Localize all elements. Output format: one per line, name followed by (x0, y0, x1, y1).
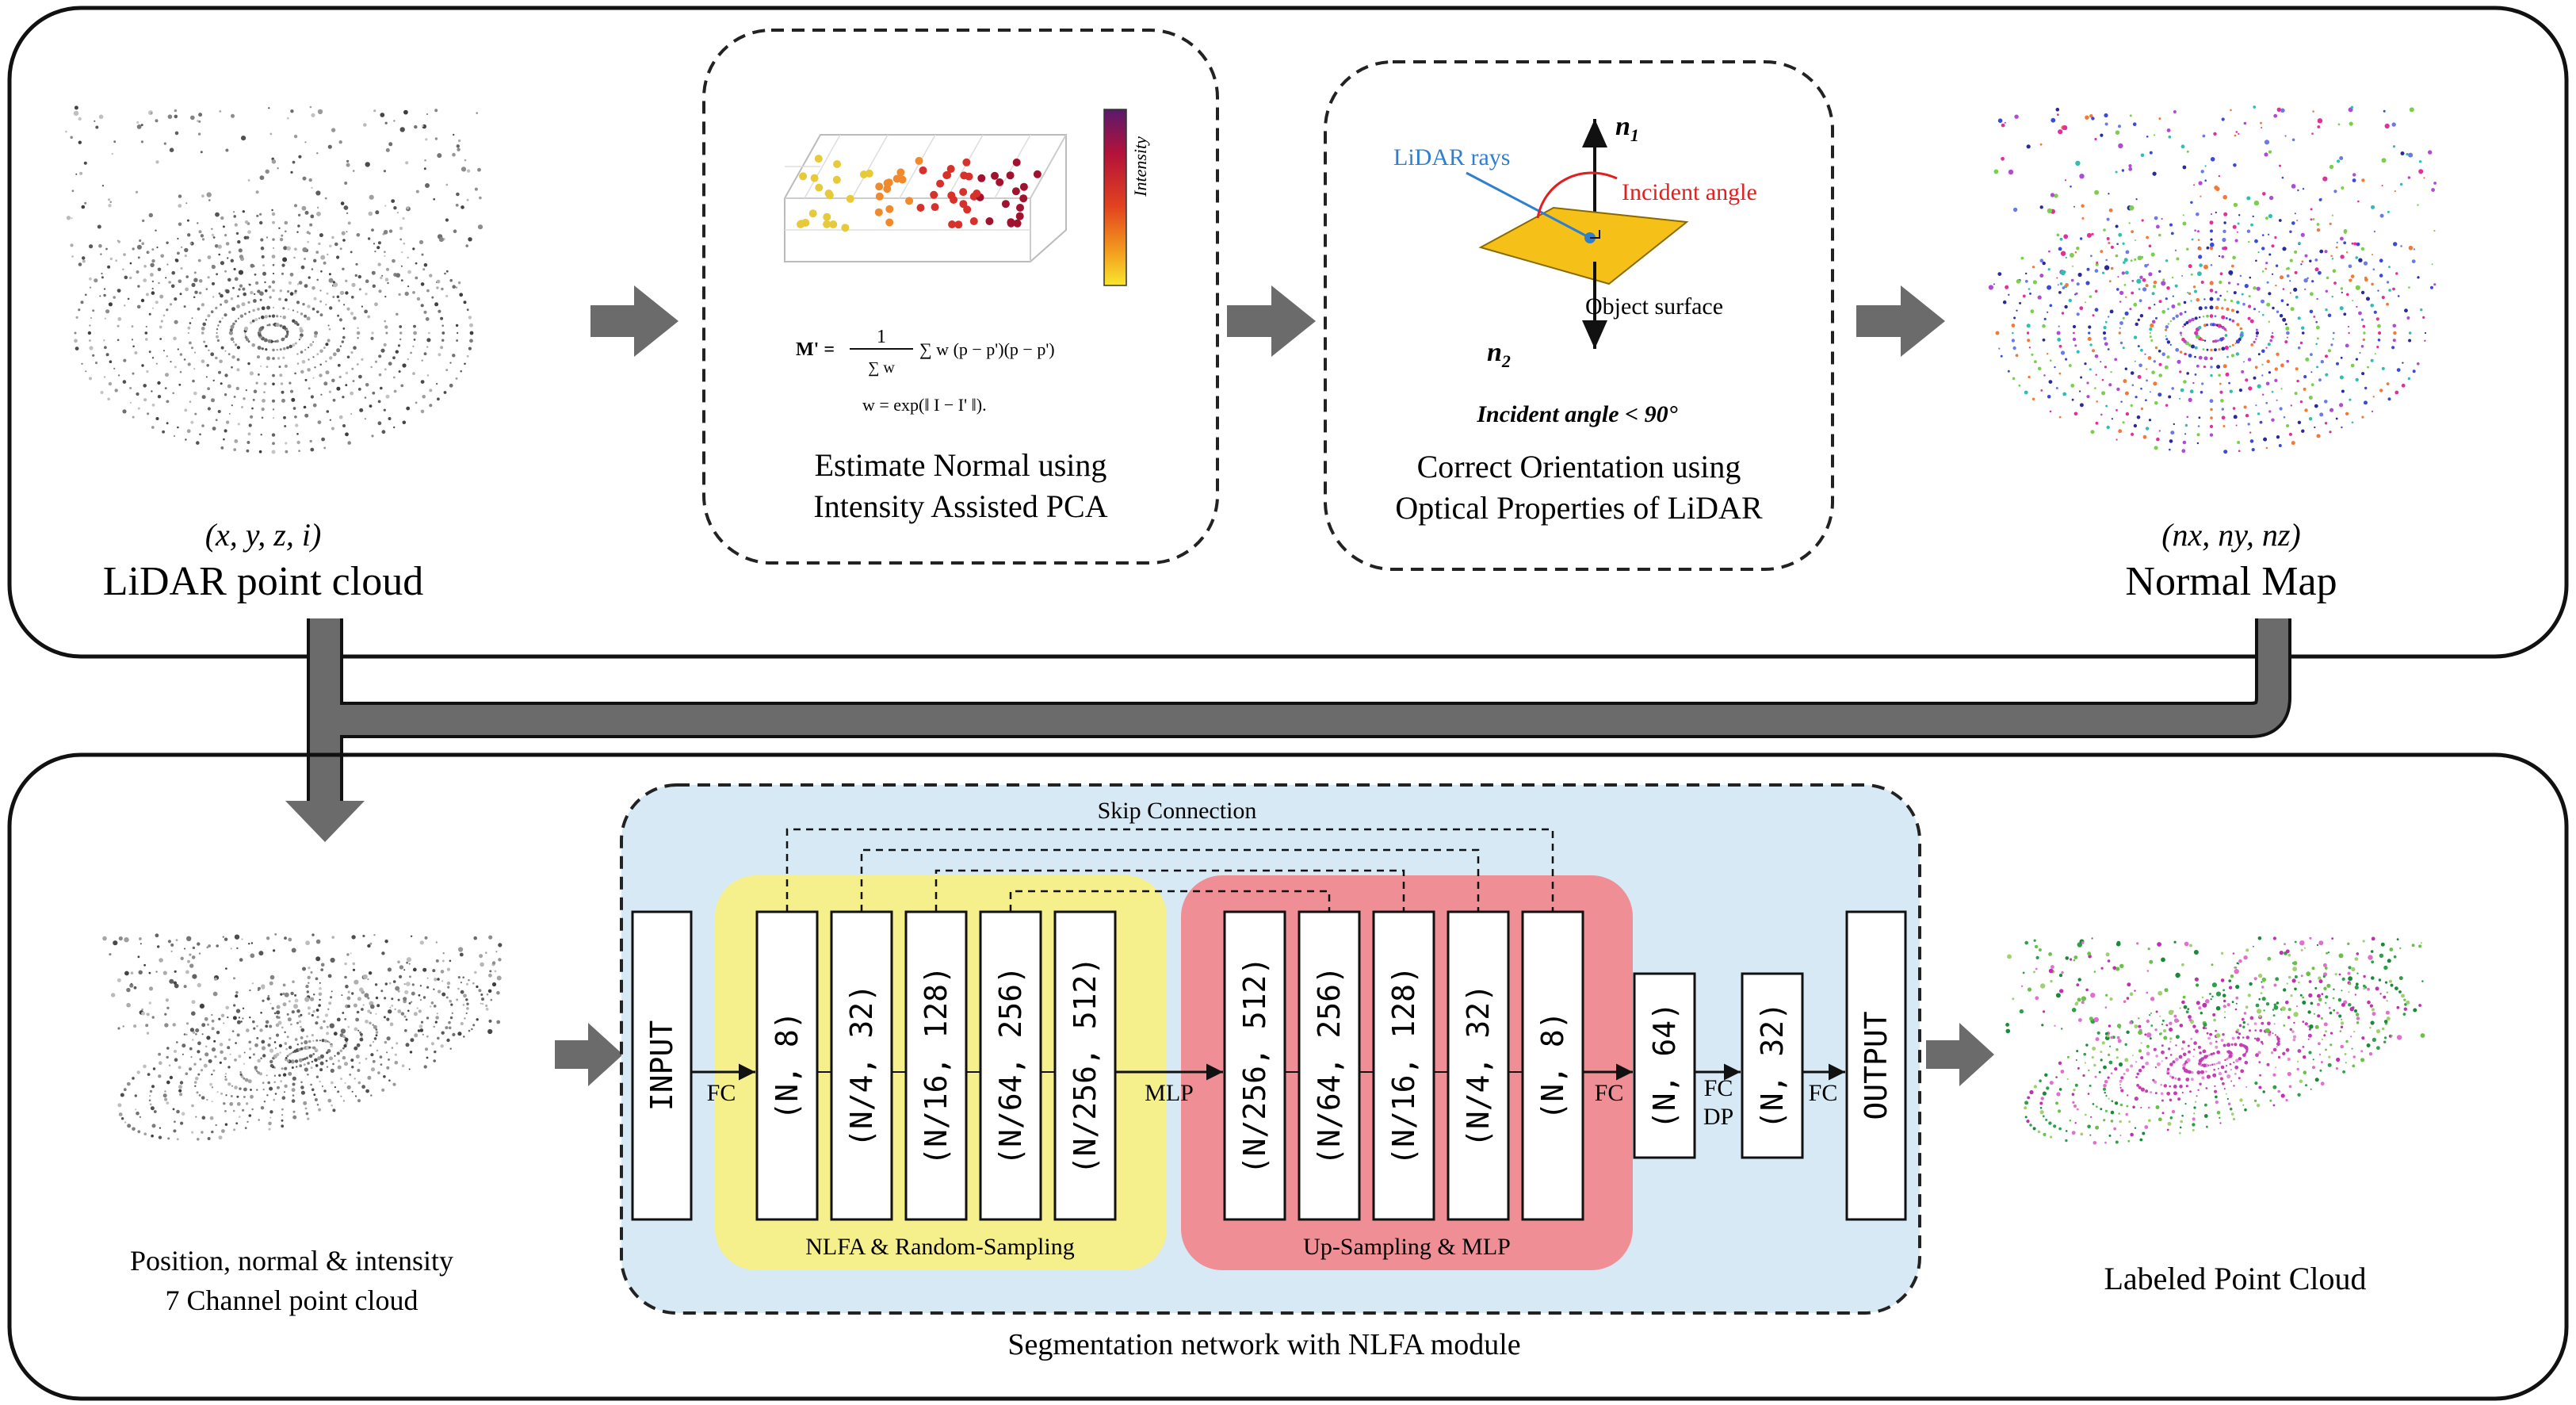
skip-connection-1 (785, 828, 1554, 912)
output-block-label: OUTPUT (1859, 1011, 1894, 1120)
fc-block-2: (N, 32) (1741, 972, 1804, 1159)
input-coords: (x, y, z, i) (205, 517, 322, 553)
edge-label-fc-4: FC (1809, 1080, 1838, 1106)
edge-label-fc-1: FC (707, 1080, 736, 1106)
skip-connection-4 (1009, 890, 1331, 912)
flow-arrow-1 (590, 285, 678, 357)
lidar-rays-label: LiDAR rays (1393, 144, 1510, 170)
svg-text:M' =: M' = (796, 339, 835, 360)
bottom-panel-frame (7, 752, 2569, 1401)
decoder-label: Up-Sampling & MLP (1303, 1234, 1511, 1260)
input-cloud-caption-line2: 7 Channel point cloud (166, 1284, 419, 1316)
input-block: INPUT (631, 910, 693, 1221)
encoder-block-1-label: (N, 8) (770, 1011, 805, 1120)
svg-text:∑ w (p − p')(p − p'): ∑ w (p − p')(p − p') (919, 339, 1055, 359)
decoder-block-4: (N/4, 32) (1447, 910, 1510, 1221)
lidar-ray-line (1466, 171, 1591, 239)
flow-arrow-4 (555, 1023, 623, 1086)
orientation-caption-line1: Correct Orientation using (1417, 449, 1741, 484)
skip-connections (785, 828, 1554, 912)
pca-3d-plot: Intensity (784, 109, 1150, 286)
encoder-block-5: (N/256, 512) (1053, 910, 1117, 1221)
fc-block-2-label: (N, 32) (1755, 1002, 1790, 1129)
edge-label-fc-2: FC (1595, 1080, 1624, 1106)
output-cloud-caption: Labeled Point Cloud (2104, 1261, 2366, 1296)
skip-connection-2 (860, 848, 1480, 912)
network-edges: FC MLP FC FC DP FC (691, 1063, 1845, 1130)
pca-caption-line1: Estimate Normal using (815, 447, 1107, 483)
flow-arrow-5 (1926, 1023, 1994, 1086)
fc-block-1: (N, 64) (1633, 972, 1696, 1159)
encoder-label: NLFA & Random-Sampling (805, 1234, 1074, 1260)
encoder-block-4-label: (N/64, 256) (993, 966, 1028, 1166)
intensity-colorbar (1103, 109, 1127, 286)
encoder-block-1: (N, 8) (755, 910, 819, 1221)
input-block-label: INPUT (644, 1020, 679, 1111)
colorbar-label: Intensity (1130, 136, 1150, 197)
decoder-block-4-label: (N/4, 32) (1461, 984, 1496, 1147)
encoder-block-3-label: (N/16, 128) (919, 966, 954, 1166)
decoder-block-3-label: (N/16, 128) (1386, 966, 1421, 1166)
network-blocks: INPUT (N, 8) (N/4, 32) (N/16, 128) (N/64, 25… (631, 910, 1907, 1221)
n2-label: n2 (1487, 338, 1511, 371)
seven-channel-point-cloud-image (102, 933, 503, 1141)
flow-arrow-3 (1856, 285, 1945, 357)
skip-connection-label: Skip Connection (1098, 798, 1257, 824)
output-coords: (nx, ny, nz) (2161, 517, 2301, 553)
edge-label-dp: DP (1703, 1104, 1733, 1130)
output-label: Normal Map (2125, 559, 2337, 604)
labeled-point-cloud-image (2005, 936, 2425, 1145)
encoder-block-3: (N/16, 128) (904, 910, 968, 1221)
orientation-illustration: n1 n2 LiDAR rays Incident angle Object s… (1393, 112, 1757, 427)
output-block: OUTPUT (1845, 910, 1907, 1221)
fc-block-1-label: (N, 64) (1647, 1002, 1682, 1129)
decoder-block-1: (N/256, 512) (1223, 910, 1286, 1221)
pca-caption-line2: Intensity Assisted PCA (813, 488, 1107, 524)
pca-box (702, 29, 1219, 565)
encoder-block-2: (N/4, 32) (830, 910, 893, 1221)
decoder-block-3: (N/16, 128) (1372, 910, 1435, 1221)
encoder-block-5-label: (N/256, 512) (1068, 957, 1103, 1175)
svg-text:1: 1 (877, 327, 886, 347)
orientation-box (1324, 60, 1834, 571)
decoder-block-5: (N, 8) (1521, 910, 1584, 1221)
decoder-block-1-label: (N/256, 512) (1237, 957, 1272, 1175)
pca-formula: M' = 1 ∑ w ∑ w (p − p')(p − p') w = exp(… (796, 327, 1055, 415)
normal-map-image (1988, 105, 2437, 454)
encoder-block-4: (N/64, 256) (979, 910, 1042, 1221)
svg-text:∑ w: ∑ w (868, 359, 895, 377)
network-caption: Segmentation network with NLFA module (1007, 1328, 1520, 1361)
object-surface-plane (1478, 206, 1689, 285)
svg-text:w = exp(‖ I − I' ‖).: w = exp(‖ I − I' ‖). (862, 395, 987, 415)
pca-scatter-points (797, 155, 1041, 232)
top-panel-frame (7, 6, 2569, 659)
input-label: LiDAR point cloud (103, 559, 423, 604)
incident-condition: Incident angle < 90° (1476, 401, 1677, 427)
decoder-block-5-label: (N, 8) (1535, 1011, 1570, 1120)
merge-arrow-head (285, 801, 365, 842)
orientation-caption-line2: Optical Properties of LiDAR (1395, 490, 1763, 526)
merge-connector (285, 618, 2291, 842)
n1-label: n1 (1615, 112, 1639, 145)
decoder-block-2-label: (N/64, 256) (1312, 966, 1347, 1166)
decoder-block-2: (N/64, 256) (1298, 910, 1361, 1221)
lidar-point-cloud-image (65, 105, 483, 454)
edge-label-fc-3: FC (1704, 1075, 1733, 1101)
encoder-block-2-label: (N/4, 32) (844, 984, 879, 1147)
incident-angle-label: Incident angle (1622, 179, 1757, 205)
input-cloud-caption-line1: Position, normal & intensity (130, 1245, 453, 1277)
edge-label-mlp: MLP (1145, 1080, 1194, 1106)
flow-arrow-2 (1227, 285, 1316, 357)
object-surface-label: Object surface (1585, 293, 1723, 320)
incident-angle-arc (1536, 171, 1618, 219)
